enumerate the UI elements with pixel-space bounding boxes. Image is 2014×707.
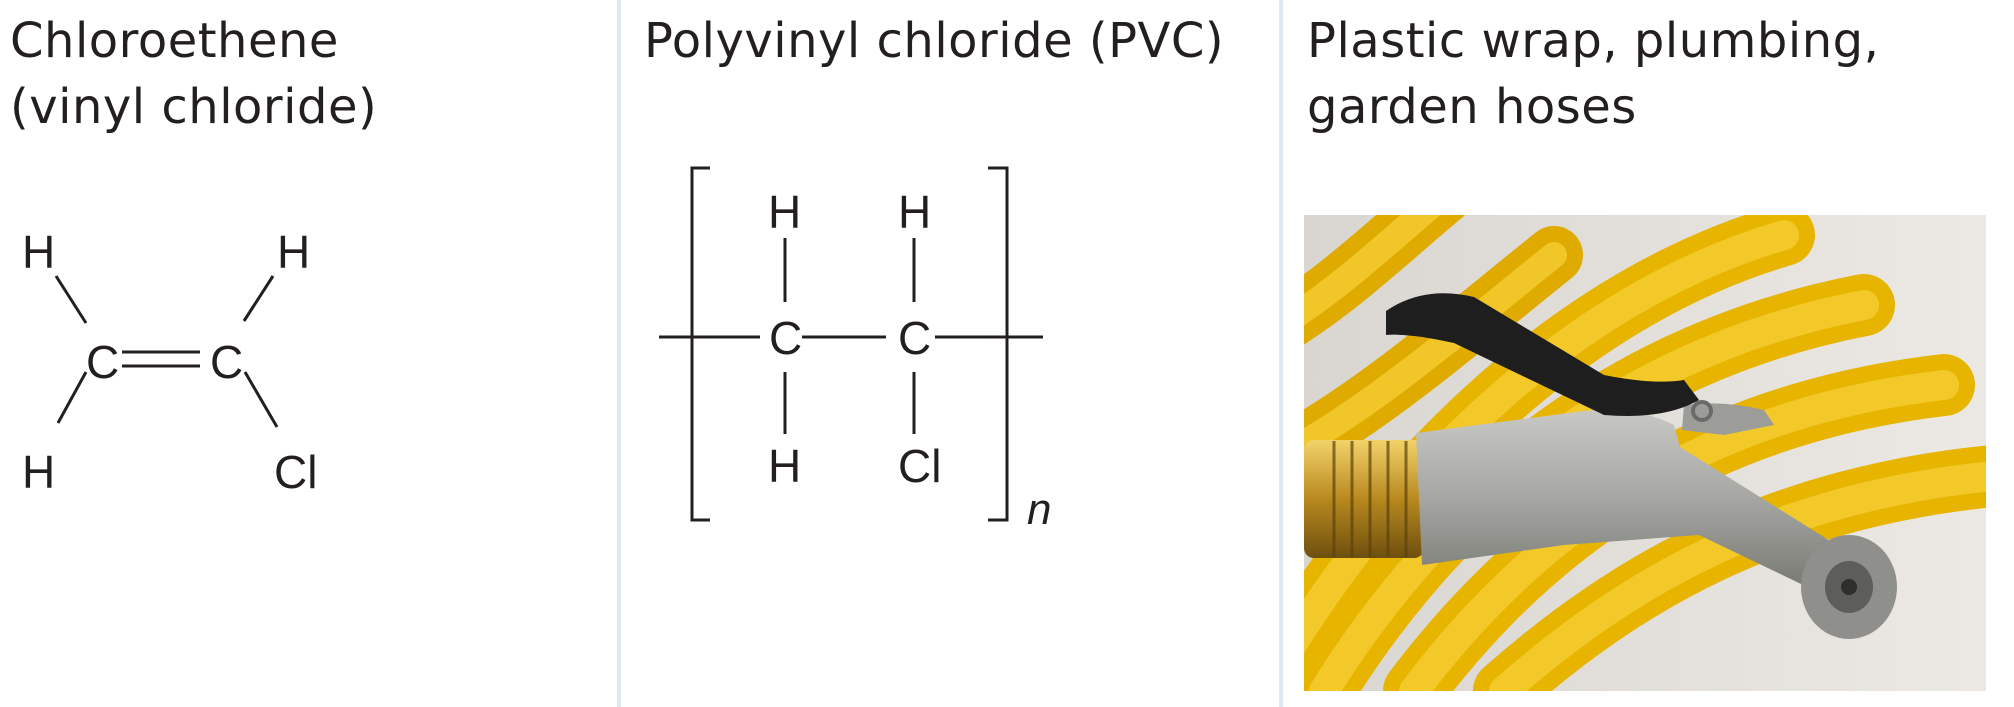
panel-uses: Plastic wrap, plumbing, garden hoses (1290, 0, 2014, 707)
bond-c-h-upper-right (242, 275, 275, 322)
atom-h: H (22, 446, 55, 498)
panel-title: Polyvinyl chloride (PVC) (644, 8, 1224, 74)
column-divider (617, 0, 621, 707)
column-divider (1279, 0, 1283, 707)
subscript-n: n (1027, 485, 1051, 534)
spray-nozzle (1416, 403, 1897, 639)
atom-h: H (768, 440, 801, 492)
atom-c: C (210, 336, 243, 388)
panel-title: Plastic wrap, plumbing, garden hoses (1307, 8, 1879, 140)
bond-c-cl (243, 371, 279, 428)
title-line-2: (vinyl chloride) (10, 79, 378, 135)
atom-h: H (768, 186, 801, 238)
panel-title: Chloroethene (vinyl chloride) (10, 8, 377, 140)
atom-cl: Cl (898, 440, 941, 492)
panel-chloroethene: Chloroethene (vinyl chloride) H H C C H … (0, 0, 620, 707)
atom-c: C (86, 336, 119, 388)
vinyl-chloride-structure: H H C C H Cl (22, 226, 317, 498)
bond-h-c-lower-left (56, 371, 88, 424)
nozzle-handle (1386, 293, 1713, 422)
atom-h: H (22, 226, 55, 278)
title-line-2: garden hoses (1307, 79, 1637, 135)
brass-coupling (1304, 440, 1424, 558)
atom-c: C (898, 312, 931, 364)
pvc-structure: H H C C H Cl n (659, 166, 1051, 534)
title-line-1: Plastic wrap, plumbing, (1307, 13, 1880, 69)
atom-cl: Cl (274, 446, 317, 498)
atom-c: C (769, 312, 802, 364)
panel-pvc: Polyvinyl chloride (PVC) (626, 0, 1282, 707)
atom-h: H (898, 186, 931, 238)
garden-hose-photo (1304, 215, 1986, 691)
title-line-1: Chloroethene (10, 13, 339, 69)
left-bracket (690, 166, 710, 522)
title-line-1: Polyvinyl chloride (PVC) (644, 13, 1225, 69)
atom-h: H (277, 226, 310, 278)
bond-h-c-upper-left (54, 275, 88, 324)
right-bracket (988, 166, 1009, 522)
